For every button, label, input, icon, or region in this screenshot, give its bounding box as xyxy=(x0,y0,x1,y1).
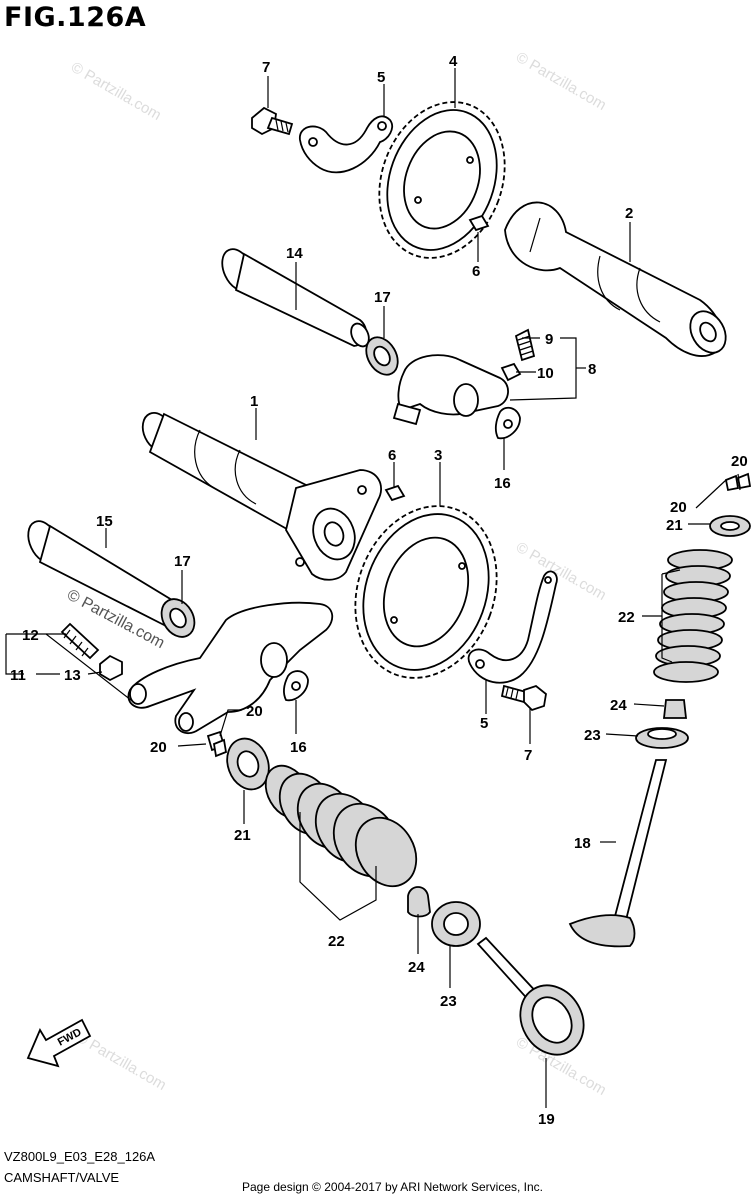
callout-1[interactable]: 1 xyxy=(250,393,258,410)
callout-24-right[interactable]: 24 xyxy=(610,697,627,714)
part-18-valve-right[interactable] xyxy=(568,759,668,948)
part-5-bracket-lower[interactable] xyxy=(467,570,558,684)
callout-20-right-b[interactable]: 20 xyxy=(670,499,687,516)
callout-12[interactable]: 12 xyxy=(22,627,39,644)
callout-21-lower[interactable]: 21 xyxy=(234,827,251,844)
callout-20-right-a[interactable]: 20 xyxy=(731,453,748,470)
callout-22-lower[interactable]: 22 xyxy=(328,933,345,950)
callout-13[interactable]: 13 xyxy=(64,667,81,684)
part-6-pin-top[interactable] xyxy=(468,214,490,232)
leader-lines xyxy=(5,68,741,1108)
callout-15[interactable]: 15 xyxy=(96,513,113,530)
part-21-retainer-right[interactable] xyxy=(709,515,751,537)
part-5-bracket-top[interactable] xyxy=(299,115,393,174)
part-24-seal-right[interactable] xyxy=(662,699,688,719)
part-16-spacer-top[interactable] xyxy=(494,406,521,440)
callout-20-lower-a[interactable]: 20 xyxy=(246,703,263,720)
callout-numbers: 7 5 4 2 6 14 17 9 8 10 1 6 3 16 20 20 21… xyxy=(10,53,748,1128)
fwd-arrow-icon: FWD xyxy=(26,1018,92,1068)
part-24-seal-lower[interactable] xyxy=(407,886,431,918)
callout-23-right[interactable]: 23 xyxy=(584,727,601,744)
part-14-rocker-shaft-top[interactable] xyxy=(216,244,372,349)
part-19-valve-lower[interactable] xyxy=(476,936,596,1066)
part-16-spacer-lower[interactable] xyxy=(282,670,309,702)
part-10-locknut-top[interactable] xyxy=(500,362,522,382)
figure-title: FIG.126A xyxy=(4,2,147,33)
watermark-1: © Partzilla.com xyxy=(68,59,164,124)
callout-8[interactable]: 8 xyxy=(588,361,596,378)
callout-7-top[interactable]: 7 xyxy=(262,59,270,76)
callout-20-lower-b[interactable]: 20 xyxy=(150,739,167,756)
callout-7-lower[interactable]: 7 xyxy=(524,747,532,764)
callout-23-lower[interactable]: 23 xyxy=(440,993,457,1010)
callout-21-right[interactable]: 21 xyxy=(666,517,683,534)
callout-24-lower[interactable]: 24 xyxy=(408,959,425,976)
callout-11[interactable]: 11 xyxy=(10,667,26,684)
callout-17-lower[interactable]: 17 xyxy=(174,553,191,570)
part-1-camshaft-lower[interactable] xyxy=(137,408,382,581)
callout-5-lower[interactable]: 5 xyxy=(480,715,488,732)
page-credit: Page design © 2004-2017 by ARI Network S… xyxy=(242,1180,544,1194)
callout-2[interactable]: 2 xyxy=(625,205,633,222)
section-name: CAMSHAFT/VALVE xyxy=(4,1170,120,1185)
callout-17-top[interactable]: 17 xyxy=(374,289,391,306)
callout-19[interactable]: 19 xyxy=(538,1111,555,1128)
part-8-rocker-arm-top[interactable] xyxy=(392,354,509,426)
callout-18[interactable]: 18 xyxy=(574,835,591,852)
callout-4[interactable]: 4 xyxy=(449,53,458,70)
callout-16-lower[interactable]: 16 xyxy=(290,739,307,756)
part-22-spring-right[interactable] xyxy=(653,549,733,683)
part-21-retainer-lower[interactable] xyxy=(220,733,275,796)
model-code: VZ800L9_E03_E28_126A xyxy=(4,1149,156,1164)
callout-22-right[interactable]: 22 xyxy=(618,609,635,626)
callout-6-top[interactable]: 6 xyxy=(472,263,480,280)
part-23-seat-lower[interactable] xyxy=(431,901,481,947)
callout-10[interactable]: 10 xyxy=(537,365,554,382)
watermark-4: © Partzilla.com xyxy=(73,1029,169,1094)
part-7-bolt-top[interactable] xyxy=(251,106,294,136)
part-11-rocker-arm-lower[interactable] xyxy=(127,601,334,735)
part-7-bolt-lower[interactable] xyxy=(500,684,547,712)
watermark-3: © Partzilla.com xyxy=(513,539,609,604)
part-23-seat-right[interactable] xyxy=(635,727,689,749)
part-6-pin-lower[interactable] xyxy=(384,484,406,502)
part-3-sprocket-lower[interactable] xyxy=(332,486,520,698)
watermark-2: © Partzilla.com xyxy=(513,49,609,114)
callout-14[interactable]: 14 xyxy=(286,245,303,262)
callout-3[interactable]: 3 xyxy=(434,447,442,464)
part-20-cotters-lower[interactable] xyxy=(206,730,228,758)
part-22-spring-lower[interactable] xyxy=(257,758,429,897)
part-13-locknut-lower[interactable] xyxy=(99,654,123,682)
callout-5-top[interactable]: 5 xyxy=(377,69,385,86)
callout-16-top[interactable]: 16 xyxy=(494,475,511,492)
part-20-cotters-right[interactable] xyxy=(724,472,752,492)
part-17-washer-lower[interactable] xyxy=(155,593,201,643)
part-2-camshaft-top[interactable] xyxy=(504,201,733,359)
part-4-sprocket-top[interactable] xyxy=(358,84,525,275)
part-17-washer-top[interactable] xyxy=(360,332,404,381)
part-12-adjust-screw-lower[interactable] xyxy=(60,622,100,660)
part-9-adjust-screw-top[interactable] xyxy=(514,328,536,362)
callout-6-lower[interactable]: 6 xyxy=(388,447,396,464)
callout-9[interactable]: 9 xyxy=(545,331,553,348)
